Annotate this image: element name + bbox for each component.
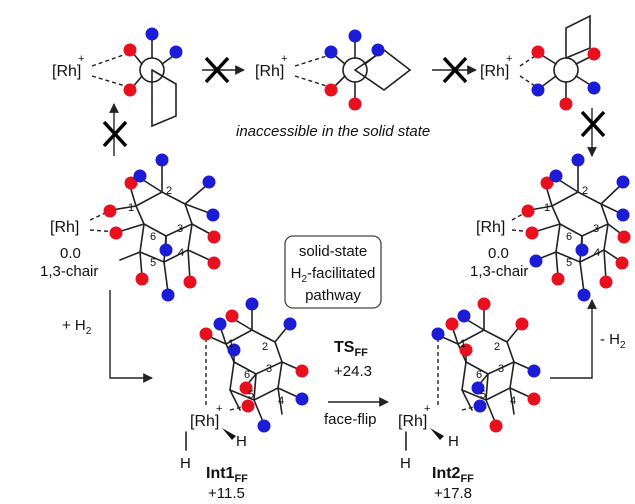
- int2-structure: 1 2 3 4 5 6: [431, 297, 541, 433]
- ring-number: 1: [128, 202, 134, 214]
- int2-energy: +17.8: [434, 485, 472, 502]
- ring-number: 5: [566, 257, 572, 269]
- ts-energy: +24.3: [334, 363, 372, 380]
- ring-number: 4: [278, 395, 284, 407]
- ring-number: 3: [498, 363, 504, 375]
- ring-number: 5: [150, 257, 156, 269]
- pathway-box: solid-state H2-facilitated pathway: [284, 235, 382, 309]
- ring-number: 3: [266, 363, 272, 375]
- rh-label: [Rh]: [190, 413, 219, 430]
- ring-number: 5: [480, 389, 486, 401]
- newman-projection-middle: [Rh] +: [255, 29, 412, 111]
- ring-number: 3: [177, 223, 183, 235]
- rh-label: [Rh]: [398, 413, 427, 430]
- h-atom: H: [400, 455, 411, 472]
- int1-label: Int1FF: [206, 465, 248, 485]
- box-line-3: pathway: [305, 287, 361, 304]
- ts-label: TSFF: [334, 339, 368, 359]
- rh-label: [Rh]: [480, 63, 509, 80]
- box-line-1: solid-state: [299, 243, 367, 260]
- ring-number: 2: [582, 185, 588, 197]
- ring-number: 1: [460, 338, 466, 350]
- ring-number: 4: [510, 395, 516, 407]
- arrow-add-h2: [109, 290, 153, 383]
- left-energy: 0.0: [60, 245, 81, 262]
- right-energy: 0.0: [488, 245, 509, 262]
- ring-number: 6: [566, 231, 572, 243]
- face-flip-label: face-flip: [324, 411, 377, 428]
- ring-number: 4: [178, 247, 184, 259]
- cross-mark-icon: [442, 56, 468, 84]
- plus-h2-label: + H2: [62, 317, 92, 337]
- ring-number: 4: [594, 247, 600, 259]
- ring-number: 2: [262, 341, 268, 353]
- ring-number: 2: [494, 341, 500, 353]
- chair-structure-left: 1 2 3 4 5 6: [89, 153, 221, 302]
- ring-number: 6: [244, 369, 250, 381]
- box-line-2: H2-facilitated: [291, 265, 376, 285]
- ring-number: 3: [593, 223, 599, 235]
- ring-number: 6: [476, 369, 482, 381]
- left-conformer: 1,3-chair: [40, 263, 98, 280]
- ring-number: 6: [150, 231, 156, 243]
- rh-charge: +: [281, 53, 287, 65]
- rh-charge: +: [78, 53, 84, 65]
- minus-h2-label: - H2: [600, 331, 626, 351]
- arrow-remove-h2: [550, 299, 597, 379]
- int2-label: Int2FF: [432, 465, 474, 485]
- newman-projection-right: [Rh] +: [480, 14, 601, 111]
- rh-charge: +: [216, 403, 222, 415]
- h-atom: H: [236, 433, 247, 450]
- cross-mark-icon: [102, 120, 128, 148]
- rh-charge: +: [506, 53, 512, 65]
- int1-structure: 1 2 3 4 5 6: [199, 297, 309, 433]
- right-conformer: 1,3-chair: [470, 263, 528, 280]
- newman-projection-left: [Rh] +: [52, 27, 183, 128]
- cross-mark-icon: [580, 110, 606, 138]
- int1-energy: +11.5: [208, 485, 245, 502]
- inaccessible-caption: inaccessible in the solid state: [236, 123, 430, 140]
- rh-label: [Rh]: [50, 219, 79, 236]
- rh-label: [Rh]: [52, 63, 81, 80]
- ring-number: 1: [544, 202, 550, 214]
- rh-label: [Rh]: [255, 63, 284, 80]
- h-atom: H: [448, 433, 459, 450]
- h-atom: H: [180, 455, 191, 472]
- cross-mark-icon: [204, 56, 230, 84]
- chair-structure-right: 1 2 3 4 5 6: [511, 153, 631, 302]
- ring-number: 2: [166, 185, 172, 197]
- ring-number: 1: [228, 338, 234, 350]
- ring-number: 5: [248, 389, 254, 401]
- rh-label: [Rh]: [476, 219, 505, 236]
- rh-charge: +: [424, 403, 430, 415]
